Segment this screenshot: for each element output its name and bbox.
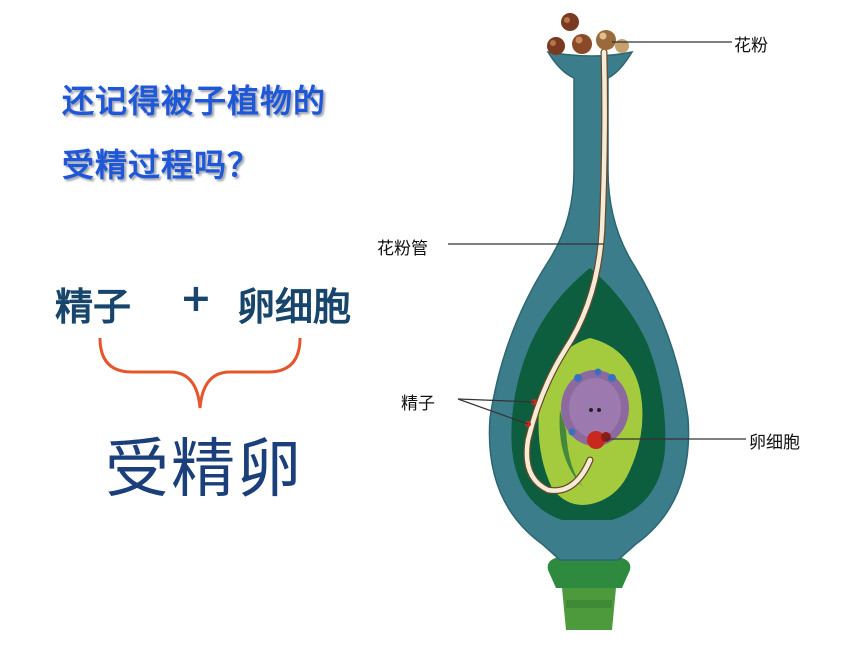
question-line-2: 受精过程吗？: [62, 146, 261, 184]
receptacle: [547, 556, 631, 630]
equation-plus: +: [180, 276, 212, 320]
pollen-grains: [547, 13, 629, 55]
equation-sperm: 精子: [55, 285, 132, 329]
label-pollen: 花粉: [734, 36, 768, 56]
question-line-1: 还记得被子植物的: [62, 82, 327, 120]
equation-brace: [98, 337, 302, 409]
zygote-result: 受精卵: [105, 433, 303, 507]
label-egg-cell: 卵细胞: [749, 433, 800, 453]
egg-cell: [587, 431, 605, 449]
sperm-leader-line: [457, 398, 529, 425]
equation-egg-cell: 卵细胞: [237, 285, 352, 329]
label-sperm: 精子: [401, 394, 435, 414]
label-pollen-tube: 花粉管: [377, 239, 428, 259]
sperm-leader-line: [457, 398, 535, 403]
